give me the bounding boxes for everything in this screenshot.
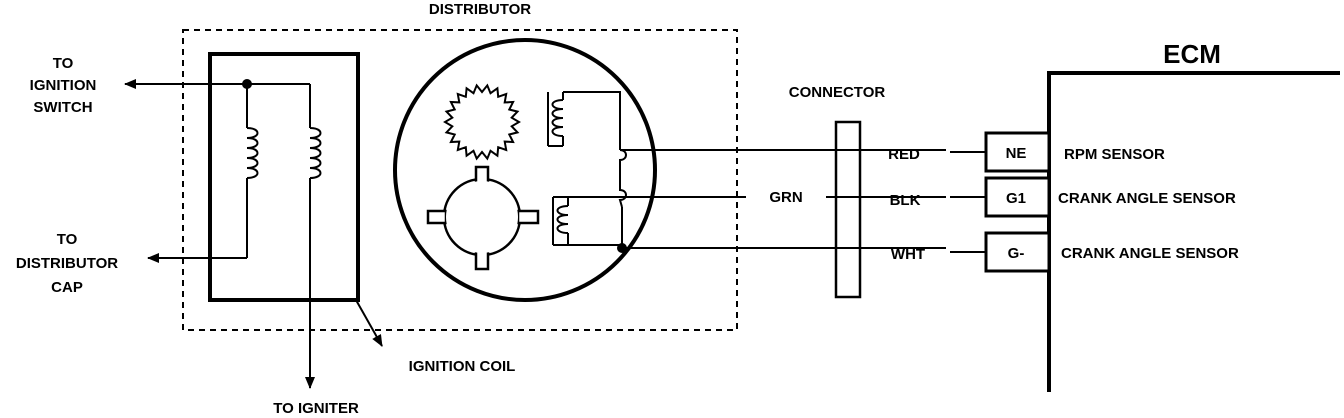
ecm-pin-g-minus: G- bbox=[984, 231, 1051, 273]
ecm-stubs bbox=[950, 151, 986, 253]
wire-color-blk: BLK bbox=[890, 192, 921, 209]
ecm-module: ECM bbox=[1047, 39, 1340, 392]
coil-leads bbox=[124, 79, 383, 389]
svg-text:TO: TO bbox=[53, 55, 74, 72]
pickup-assembly bbox=[393, 38, 657, 302]
rotor-cross-icon bbox=[426, 165, 540, 271]
reluctor-gear-icon bbox=[443, 83, 521, 161]
grn-label: GRN bbox=[769, 189, 802, 206]
to-ignition-switch-label: TO IGNITION SWITCH bbox=[30, 55, 97, 116]
primary-winding bbox=[246, 84, 259, 258]
svg-text:SWITCH: SWITCH bbox=[33, 99, 92, 116]
to-distributor-cap-label: TO DISTRIBUTOR CAP bbox=[16, 231, 118, 296]
pickup-coil-upper bbox=[547, 91, 621, 150]
svg-text:CAP: CAP bbox=[51, 279, 83, 296]
svg-text:G1: G1 bbox=[1006, 190, 1026, 207]
distributor-housing: DISTRIBUTOR bbox=[182, 1, 738, 331]
signal-wires bbox=[568, 149, 946, 249]
svg-text:IGNITION: IGNITION bbox=[30, 77, 97, 94]
ecm-label: ECM bbox=[1163, 39, 1221, 69]
wire-crossover bbox=[618, 149, 627, 208]
pickup-coil-lower bbox=[552, 196, 627, 253]
wire-color-wht: WHT bbox=[891, 246, 925, 263]
ecm-pin-ne: NE bbox=[984, 131, 1051, 173]
ignition-coil bbox=[208, 52, 360, 302]
connector: CONNECTOR bbox=[789, 84, 886, 299]
svg-text:TO: TO bbox=[57, 231, 78, 248]
wire-color-red: RED bbox=[888, 146, 920, 163]
ecm-pin-g1: G1 bbox=[984, 176, 1051, 218]
secondary-winding bbox=[247, 83, 322, 300]
svg-text:G-: G- bbox=[1008, 245, 1025, 262]
sensor-label-rpm: RPM SENSOR bbox=[1064, 146, 1165, 163]
svg-text:DISTRIBUTOR: DISTRIBUTOR bbox=[16, 255, 118, 272]
sensor-label-crank-1: CRANK ANGLE SENSOR bbox=[1058, 190, 1236, 207]
to-igniter-label: TO IGNITER bbox=[273, 400, 359, 417]
distributor-label: DISTRIBUTOR bbox=[429, 1, 531, 18]
sensor-label-crank-2: CRANK ANGLE SENSOR bbox=[1061, 245, 1239, 262]
ignition-coil-label: IGNITION COIL bbox=[409, 358, 516, 375]
connector-label: CONNECTOR bbox=[789, 84, 886, 101]
svg-text:NE: NE bbox=[1006, 145, 1027, 162]
